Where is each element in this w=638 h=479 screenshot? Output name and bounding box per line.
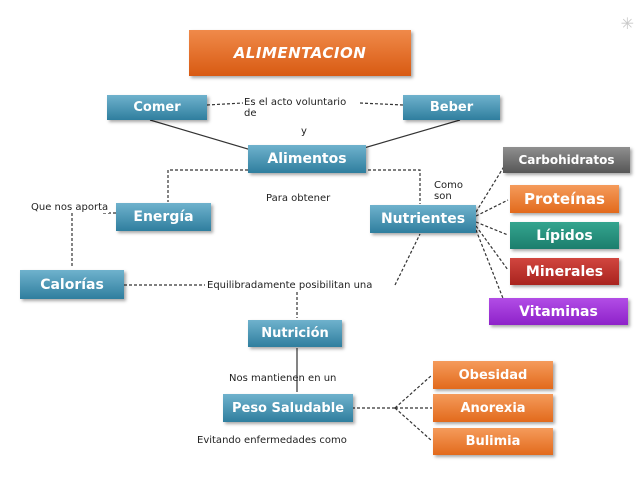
link-hub-obesidad: [394, 374, 433, 409]
node-vitaminas: Vitaminas: [489, 298, 628, 325]
link-nutrientes-minerales: [475, 225, 509, 271]
link-alimentos-energia: [167, 169, 258, 202]
link-equilibradamente-nutrientes: [394, 233, 421, 286]
link-nutrientes-vitaminas: [475, 229, 509, 312]
node-peso-saludable: Peso Saludable: [223, 394, 353, 422]
node-minerales: Minerales: [510, 258, 619, 285]
label-como-son: Como son: [434, 180, 463, 202]
label-que-nos-aporta: Que nos aporta: [30, 202, 110, 213]
label-nos-mantienen: Nos mantienen en un: [229, 373, 337, 384]
link-acto-beber: [359, 102, 404, 106]
link-hub-bulimia: [394, 407, 433, 442]
link-beber-alimentos: [349, 119, 461, 153]
node-obesidad: Obesidad: [433, 361, 553, 389]
map-title: ALIMENTACION: [189, 30, 411, 76]
node-calorias: Calorías: [20, 270, 124, 299]
link-nutrientes-carbohidratos: [475, 159, 509, 213]
label-equilibradamente: Equilibradamente posibilitan una: [206, 280, 374, 291]
node-carbohidratos: Carbohidratos: [503, 147, 630, 173]
node-alimentos: Alimentos: [248, 145, 366, 173]
label-acto: Es el acto voluntario de: [244, 97, 347, 119]
link-comer-acto: [206, 102, 244, 106]
label-para-obtener: Para obtener: [266, 193, 331, 204]
node-anorexia: Anorexia: [433, 394, 553, 422]
link-alimentos-nutrientes: [348, 169, 421, 204]
node-comer: Comer: [107, 95, 207, 120]
node-proteinas: Proteínas: [510, 185, 619, 213]
label-y: y: [301, 126, 307, 137]
node-nutricion: Nutrición: [248, 320, 342, 347]
node-energia: Energía: [116, 203, 211, 231]
node-bulimia: Bulimia: [433, 428, 553, 455]
link-nutrientes-proteinas: [475, 199, 509, 217]
sparkle-icon: ✳: [620, 14, 634, 33]
link-comer-alimentos: [149, 119, 259, 153]
label-evitando: Evitando enfermedades como: [197, 435, 347, 446]
node-beber: Beber: [403, 95, 500, 120]
node-lipidos: Lípidos: [510, 222, 619, 249]
node-nutrientes: Nutrientes: [370, 205, 476, 233]
link-nutrientes-lipidos: [475, 221, 509, 236]
